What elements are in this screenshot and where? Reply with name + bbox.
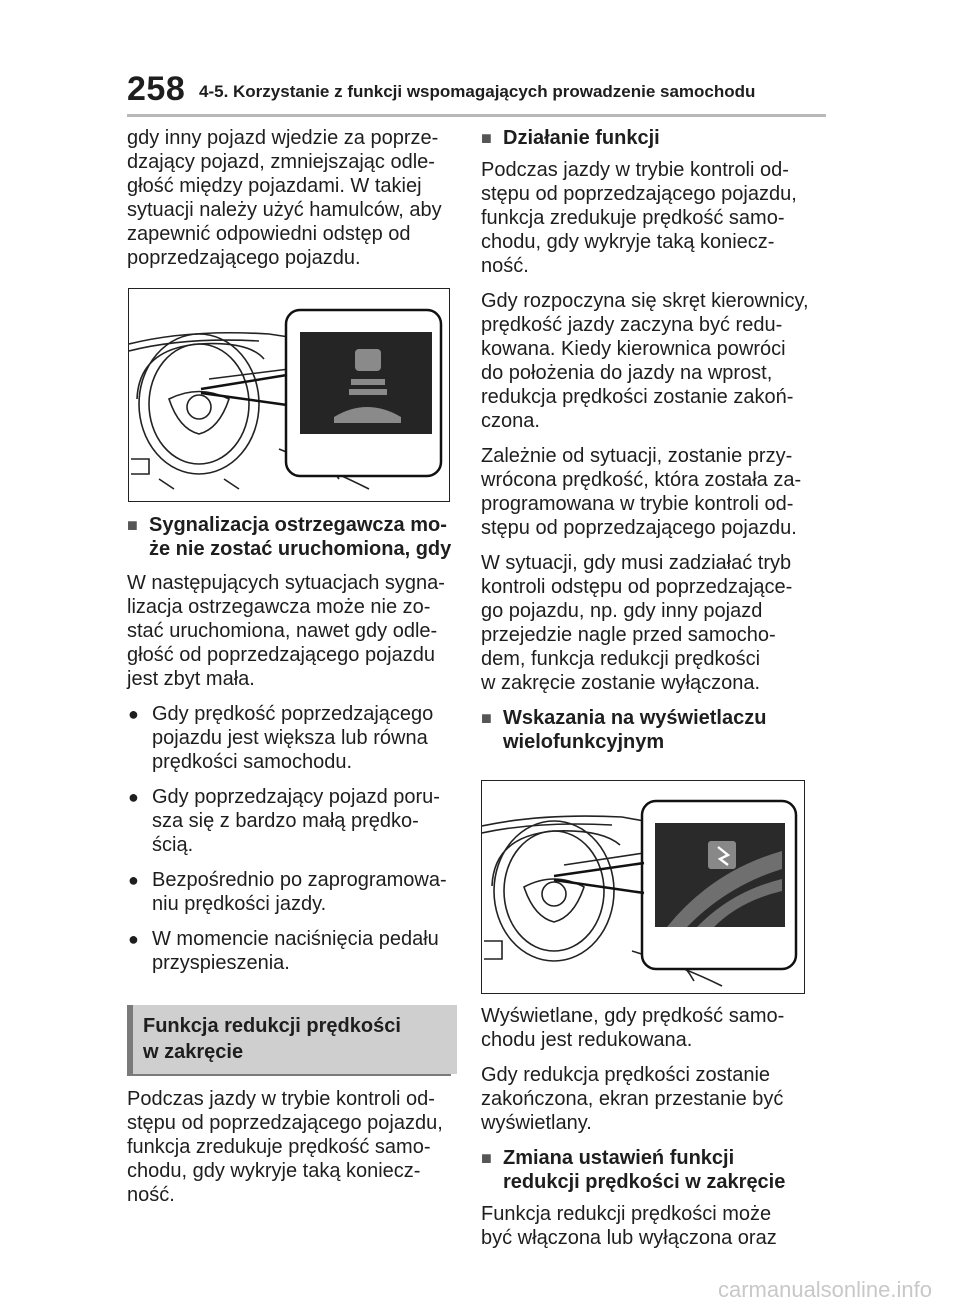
- paragraph: Zależnie od sytuacji, zostanie przy- wró…: [481, 445, 802, 539]
- function-heading: ■ Działanie funkcji: [481, 127, 660, 149]
- dot-bullet-icon: ●: [128, 787, 139, 807]
- settings-heading: ■ Zmiana ustawień funkcji redukcji prędk…: [481, 1147, 786, 1193]
- right-column: ■ Działanie funkcji Podczas jazdy w tryb…: [481, 126, 826, 1250]
- chapter-title: 4-5. Korzystanie z funkcji wspomagającyc…: [199, 82, 756, 101]
- section-body: Podczas jazdy w trybie kontroli od- stęp…: [127, 1088, 443, 1206]
- paragraph: Wyświetlane, gdy prędkość samo- chodu je…: [481, 1005, 785, 1051]
- page-header: 258 4-5. Korzystanie z funkcji wspomagaj…: [0, 0, 960, 118]
- left-column: gdy inny pojazd wjedzie za poprze- dzają…: [127, 126, 457, 1207]
- watermark: carmanualsonline.info: [717, 1277, 932, 1302]
- section-title-box: Funkcja redukcji prędkości w zakręcie: [127, 1005, 457, 1074]
- paragraph: Gdy redukcja prędkości zostanie zakończo…: [481, 1064, 784, 1134]
- bullet-item: ● Gdy poprzedzający pojazd poru- sza się…: [128, 786, 440, 856]
- bullet-item: ● Bezpośrednio po zaprogramowa- niu pręd…: [128, 869, 447, 915]
- header-rule: [127, 114, 826, 117]
- dot-bullet-icon: ●: [128, 929, 139, 949]
- paragraph: Funkcja redukcji prędkości może być włąc…: [481, 1203, 777, 1249]
- paragraph: Podczas jazdy w trybie kontroli od- stęp…: [481, 159, 797, 277]
- square-bullet-icon: ■: [481, 708, 492, 728]
- section-rule: [127, 1074, 451, 1076]
- dashboard-warning-illustration: [128, 288, 450, 502]
- cockpit-curve-drawing: [482, 799, 798, 987]
- dot-bullet-icon: ●: [128, 704, 139, 724]
- dot-bullet-icon: ●: [128, 870, 139, 890]
- cockpit-drawing: [129, 308, 443, 490]
- square-bullet-icon: ■: [481, 128, 492, 148]
- square-bullet-icon: ■: [127, 515, 138, 535]
- bullet-item: ● W momencie naciśnięcia pedału przyspie…: [128, 928, 439, 974]
- square-bullet-icon: ■: [481, 1148, 492, 1168]
- intro-paragraph: gdy inny pojazd wjedzie za poprze- dzają…: [127, 127, 442, 269]
- paragraph: Gdy rozpoczyna się skręt kierownicy, prę…: [481, 290, 809, 432]
- multi-information-display-illustration: [481, 780, 805, 994]
- page-number: 258: [127, 70, 186, 108]
- bullet-item: ● Gdy prędkość poprzedzającego pojazdu j…: [128, 703, 434, 773]
- display-heading: ■ Wskazania na wyświetlaczu wielofunkcyj…: [481, 707, 767, 753]
- warning-heading: ■ Sygnalizacja ostrzegawcza mo- że nie z…: [127, 514, 452, 560]
- paragraph: W sytuacji, gdy musi zadziałać tryb kont…: [481, 552, 793, 694]
- warning-body: W następujących sytuacjach sygna- lizacj…: [127, 572, 445, 690]
